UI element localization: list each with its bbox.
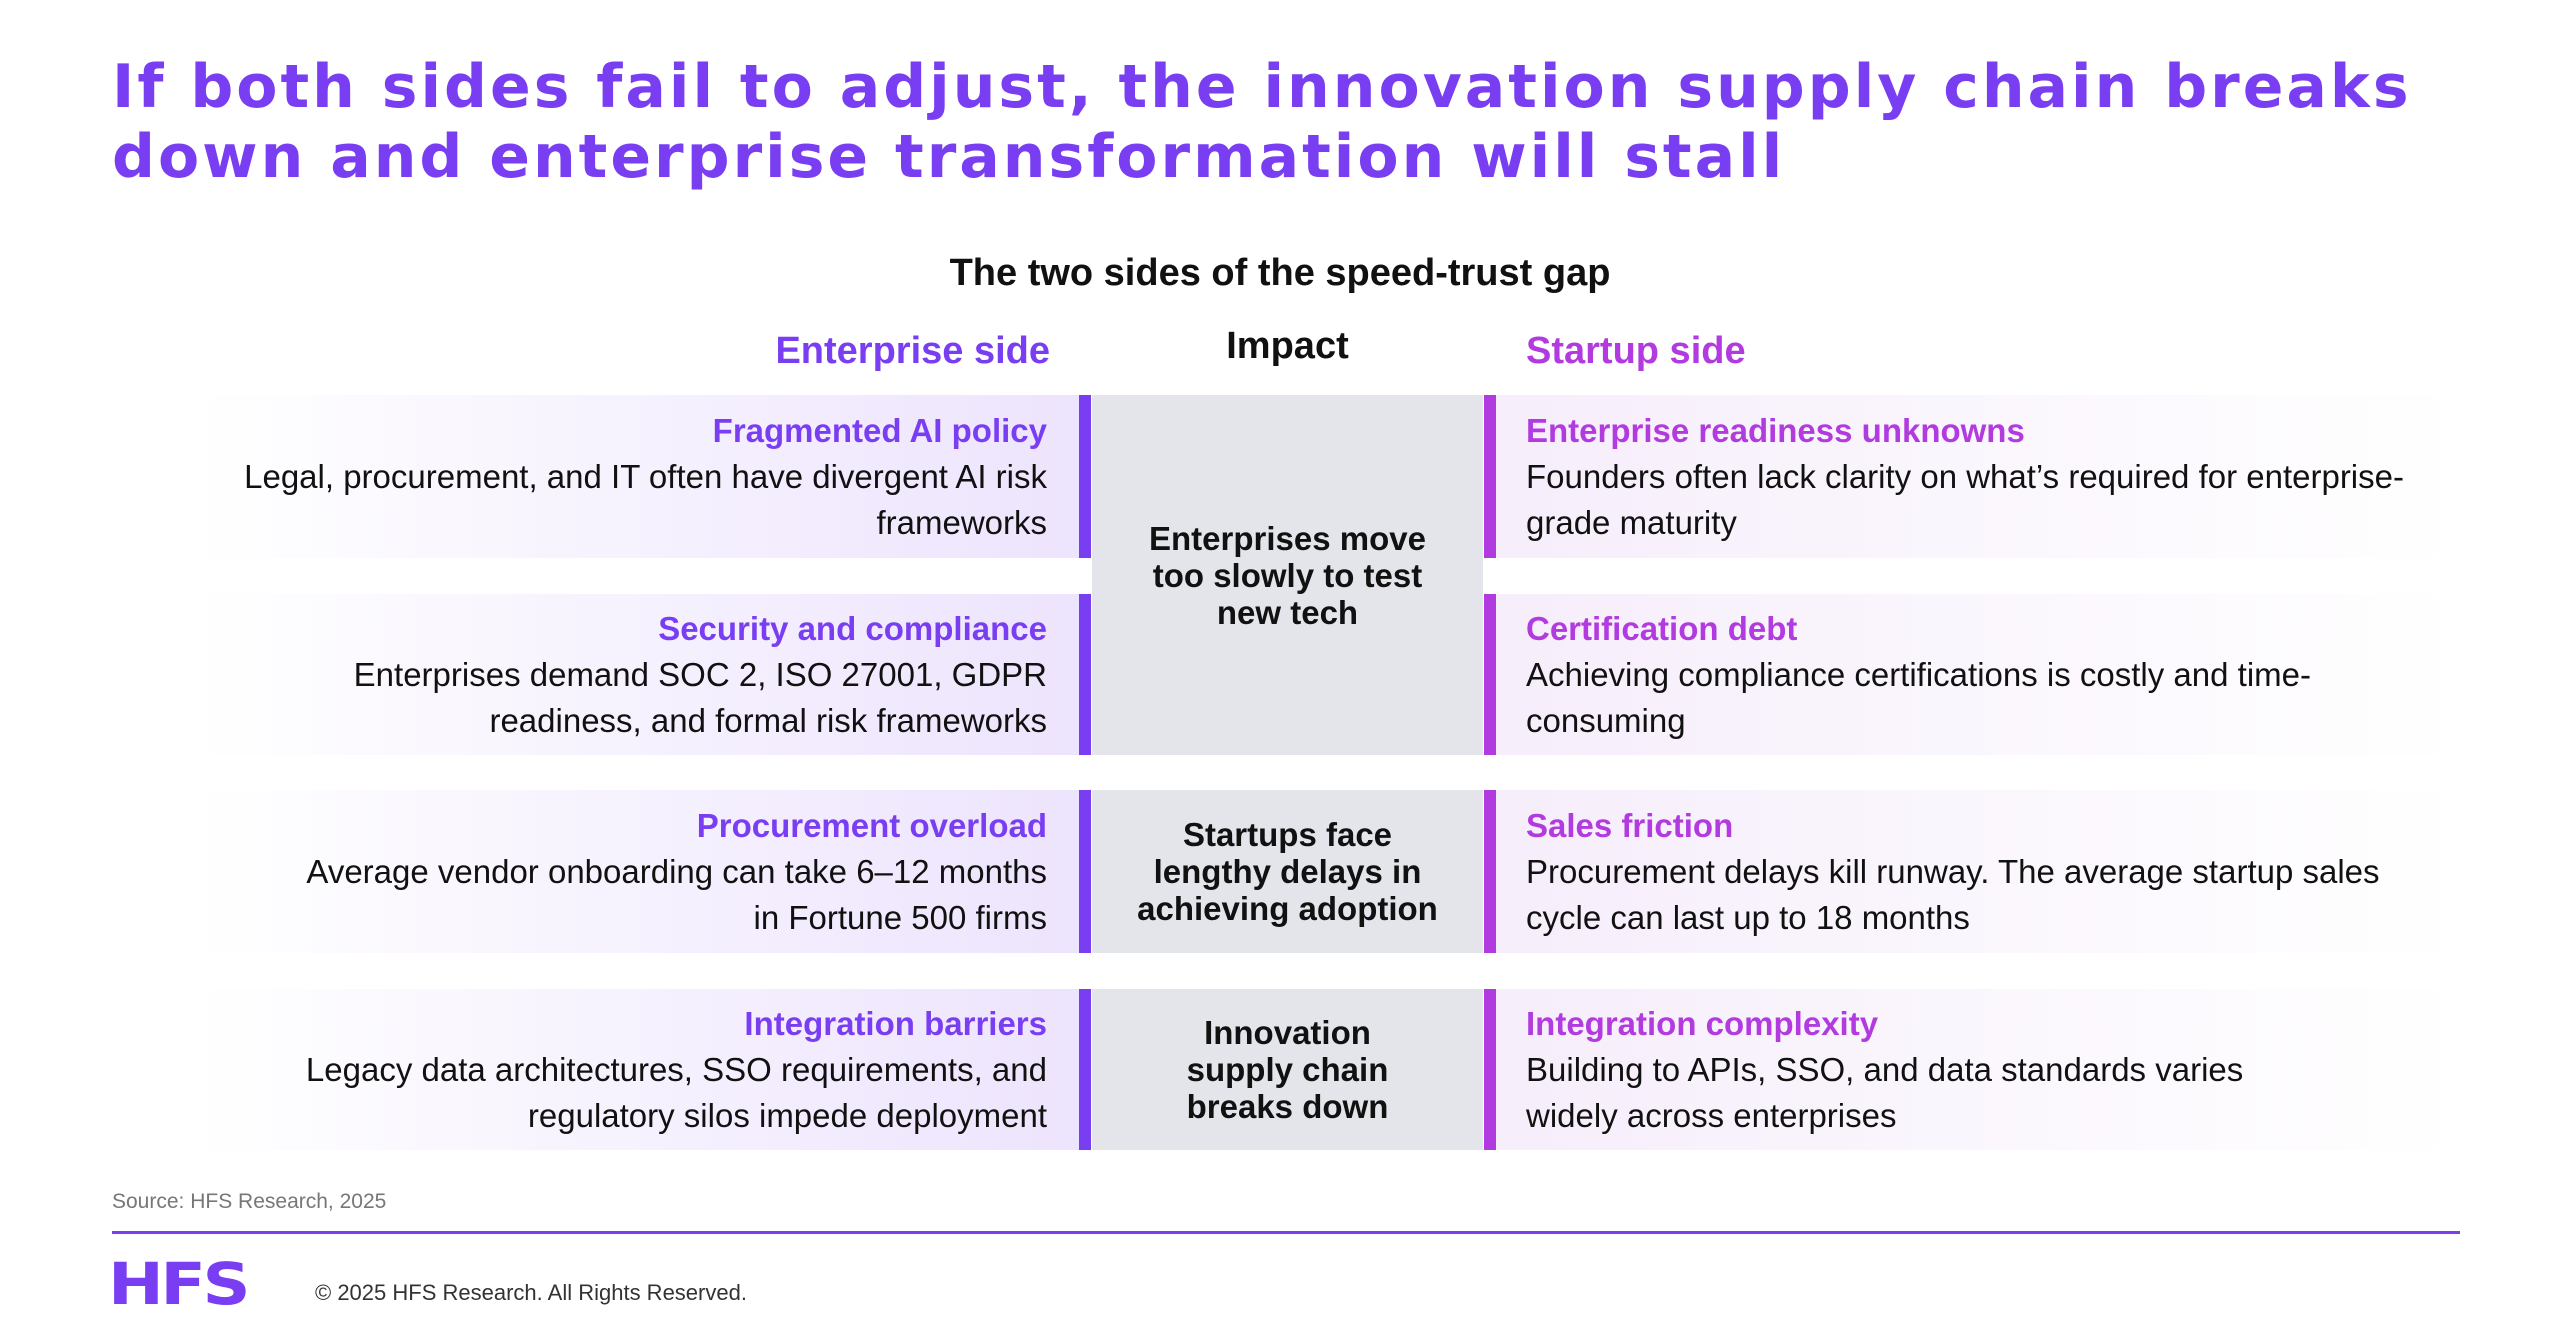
impact-header: Impact [1226, 325, 1349, 367]
startup-cell: Sales friction Procurement delays kill r… [1496, 790, 2460, 953]
enterprise-bar [1079, 790, 1091, 953]
impact-cell: Startups face lengthy delays in achievin… [1092, 790, 1483, 953]
enterprise-cell: Integration barriers Legacy data archite… [197, 989, 1079, 1150]
startup-cell-body: Building to APIs, SSO, and data standard… [1526, 1050, 2244, 1134]
impact-text: Enterprises move too slowly to test new … [1149, 519, 1426, 631]
startup-cell-body: Founders often lack clarity on what’s re… [1526, 457, 2404, 541]
page-title: If both sides fail to adjust, the innova… [112, 52, 2412, 192]
enterprise-cell-title: Fragmented AI policy [712, 411, 1047, 449]
enterprise-bar [1079, 594, 1091, 755]
enterprise-cell-title: Procurement overload [696, 806, 1047, 844]
startup-cell-title: Integration complexity [1526, 1004, 1879, 1042]
startup-side-header: Startup side [1526, 330, 1746, 372]
enterprise-cell-body: Average vendor onboarding can take 6–12 … [306, 852, 1047, 936]
enterprise-cell-body: Legal, procurement, and IT often have di… [244, 457, 1047, 541]
impact-text: Innovation supply chain breaks down [1186, 1014, 1389, 1125]
startup-bar [1484, 594, 1496, 755]
startup-cell-body: Achieving compliance certifications is c… [1526, 655, 2311, 739]
enterprise-cell-title: Integration barriers [744, 1004, 1047, 1042]
source-note: Source: HFS Research, 2025 [112, 1190, 387, 1213]
enterprise-side-header: Enterprise side [775, 330, 1050, 372]
enterprise-cell: Security and compliance Enterprises dema… [197, 594, 1079, 755]
footer-divider [112, 1231, 2460, 1234]
startup-cell-title: Sales friction [1526, 806, 1734, 844]
startup-cell-title: Certification debt [1526, 609, 1798, 647]
enterprise-cell: Procurement overload Average vendor onbo… [197, 790, 1079, 953]
startup-cell: Enterprise readiness unknowns Founders o… [1496, 395, 2460, 558]
startup-cell-title: Enterprise readiness unknowns [1526, 411, 2025, 449]
impact-cell: Enterprises move too slowly to test new … [1092, 395, 1483, 755]
impact-text: Startups face lengthy delays in achievin… [1137, 816, 1438, 927]
startup-bar [1484, 790, 1496, 953]
enterprise-bar [1079, 395, 1091, 558]
startup-cell: Certification debt Achieving compliance … [1496, 594, 2460, 755]
startup-cell-body: Procurement delays kill runway. The aver… [1526, 852, 2380, 936]
startup-cell: Integration complexity Building to APIs,… [1496, 989, 2460, 1150]
enterprise-cell: Fragmented AI policy Legal, procurement,… [197, 395, 1079, 558]
impact-cell: Innovation supply chain breaks down [1092, 989, 1483, 1150]
enterprise-cell-title: Security and compliance [658, 609, 1047, 647]
enterprise-cell-body: Enterprises demand SOC 2, ISO 27001, GDP… [353, 655, 1047, 739]
section-subtitle: The two sides of the speed-trust gap [949, 252, 1611, 294]
enterprise-bar [1079, 989, 1091, 1150]
copyright: © 2025 HFS Research. All Rights Reserved… [315, 1280, 747, 1305]
hfs-logo: HFS [108, 1250, 251, 1318]
startup-bar [1484, 989, 1496, 1150]
enterprise-cell-body: Legacy data architectures, SSO requireme… [305, 1050, 1047, 1134]
startup-bar [1484, 395, 1496, 558]
